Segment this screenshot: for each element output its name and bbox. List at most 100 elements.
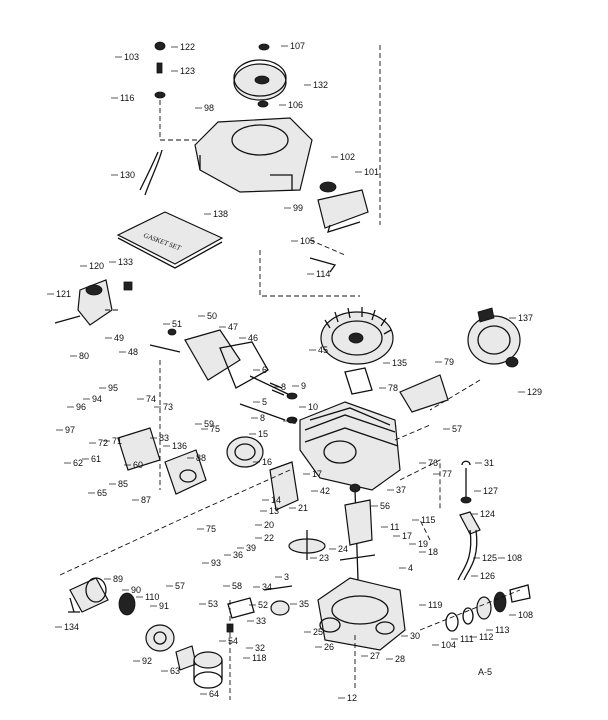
callout-52: 52 <box>258 600 268 610</box>
callout-98: 98 <box>204 103 214 113</box>
starter-motor <box>68 577 223 689</box>
callout-39: 39 <box>246 543 256 553</box>
callout-30: 30 <box>410 631 420 641</box>
callout-101: 101 <box>364 167 379 177</box>
callout-129: 129 <box>527 387 542 397</box>
callout-106: 106 <box>288 100 303 110</box>
callout-3: 3 <box>284 572 289 582</box>
callout-79: 79 <box>444 357 454 367</box>
callout-32: 32 <box>255 643 265 653</box>
callout-57: 57 <box>452 424 462 434</box>
callout-14: 14 <box>271 495 281 505</box>
callout-97: 97 <box>65 425 75 435</box>
callout-105: 105 <box>300 236 315 246</box>
valve-train <box>239 375 298 424</box>
callout-50: 50 <box>207 311 217 321</box>
callout-132: 132 <box>313 80 328 90</box>
callout-125: 125 <box>482 553 497 563</box>
callout-80: 80 <box>79 351 89 361</box>
page-code: A-5 <box>478 667 492 677</box>
callout-46: 46 <box>248 333 258 343</box>
callout-119: 119 <box>428 600 442 610</box>
callout-121: 121 <box>56 289 71 299</box>
flywheel-screen-132 <box>233 43 287 108</box>
callout-108: 108 <box>518 610 533 620</box>
callout-26: 26 <box>324 642 334 652</box>
callout-16: 16 <box>262 457 272 467</box>
callout-94: 94 <box>92 394 102 404</box>
callout-122: 122 <box>180 42 195 52</box>
callout-8: 8 <box>281 382 286 392</box>
callout-77: 77 <box>442 469 452 479</box>
callout-59: 59 <box>204 419 214 429</box>
callout-18: 18 <box>428 547 438 557</box>
callout-8: 8 <box>260 413 265 423</box>
callout-24: 24 <box>338 544 348 554</box>
callout-96: 96 <box>76 402 86 412</box>
callout-45: 45 <box>318 345 328 355</box>
callout-28: 28 <box>395 654 405 664</box>
callout-71: 71 <box>112 436 122 446</box>
seal-washers <box>445 584 531 632</box>
callout-75: 75 <box>210 424 220 434</box>
callout-126: 126 <box>480 571 495 581</box>
callout-19: 19 <box>418 539 428 549</box>
callout-127: 127 <box>483 486 498 496</box>
callout-17: 17 <box>402 531 412 541</box>
callout-93: 93 <box>211 558 221 568</box>
callout-25: 25 <box>313 627 323 637</box>
callout-15: 15 <box>258 429 268 439</box>
callout-90: 90 <box>131 585 141 595</box>
engine-block <box>299 401 431 491</box>
callout-95: 95 <box>108 383 118 393</box>
callout-21: 21 <box>298 503 308 513</box>
callout-58: 58 <box>232 581 242 591</box>
carburetor-136 <box>117 427 207 495</box>
callout-87: 87 <box>141 495 151 505</box>
flywheel-135 <box>320 307 394 395</box>
callout-130: 130 <box>120 170 135 180</box>
callout-134: 134 <box>64 622 79 632</box>
callout-leader-lines <box>47 45 525 699</box>
callout-36: 36 <box>233 550 243 560</box>
callout-48: 48 <box>128 347 138 357</box>
engine-base-25 <box>317 577 406 651</box>
callout-91: 91 <box>159 601 169 611</box>
callout-35: 35 <box>299 599 309 609</box>
callout-22: 22 <box>264 533 274 543</box>
callout-110: 110 <box>145 592 159 602</box>
callout-92: 92 <box>142 656 152 666</box>
callout-12: 12 <box>347 693 357 703</box>
callout-115: 115 <box>421 515 435 525</box>
callout-124: 124 <box>480 509 495 519</box>
callout-133: 133 <box>118 257 133 267</box>
callout-54: 54 <box>228 636 238 646</box>
callout-27: 27 <box>370 651 380 661</box>
callout-107: 107 <box>290 41 305 51</box>
callout-137: 137 <box>518 313 533 323</box>
callout-10: 10 <box>308 402 318 412</box>
bracket-105 <box>309 239 346 273</box>
callout-11: 11 <box>390 522 399 532</box>
intake-16 <box>226 436 299 511</box>
recoil-starter-137 <box>467 307 521 368</box>
callout-103: 103 <box>124 52 139 62</box>
callout-64: 64 <box>209 689 219 699</box>
callout-47: 47 <box>228 322 238 332</box>
carburetor-parts-47 <box>149 328 269 389</box>
callout-5: 5 <box>262 397 267 407</box>
assembly-lines <box>59 250 521 700</box>
callout-104: 104 <box>441 640 456 650</box>
callout-56: 56 <box>380 501 390 511</box>
callout-61: 61 <box>91 454 101 464</box>
callout-65: 65 <box>97 488 107 498</box>
callout-85: 85 <box>118 479 128 489</box>
callout-108: 108 <box>507 553 522 563</box>
callout-113: 113 <box>495 625 509 635</box>
dipstick-31 <box>457 460 481 581</box>
muffler-101 <box>317 45 381 233</box>
callout-118: 118 <box>252 653 266 663</box>
crankshaft-11 <box>339 483 376 581</box>
callout-42: 42 <box>320 486 330 496</box>
